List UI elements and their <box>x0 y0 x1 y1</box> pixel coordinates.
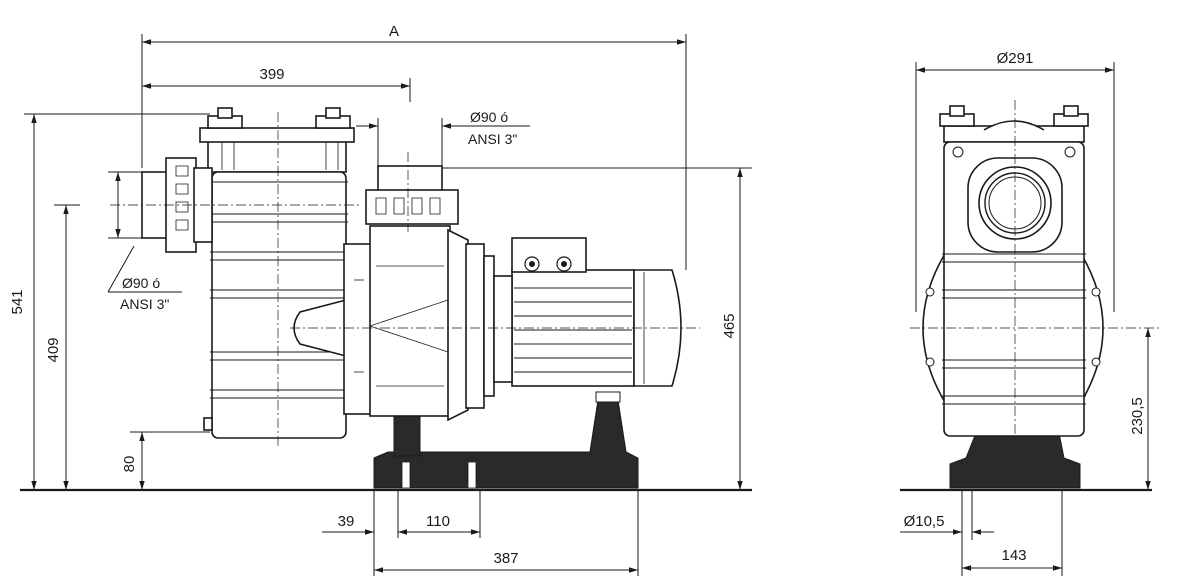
dim-label-387: 387 <box>493 550 518 567</box>
dim-label-mount-hole: Ø10,5 <box>904 513 945 530</box>
dim-mount-hole: Ø10,5 <box>900 490 994 576</box>
dim-total-height: 541 <box>9 113 210 490</box>
front-view: Ø291 230,5 Ø10,5 143 <box>900 50 1160 576</box>
dim-label-399: 399 <box>259 66 284 83</box>
pump-base <box>373 391 639 489</box>
pump-volute <box>343 225 495 422</box>
inlet-union <box>110 157 360 253</box>
dim-label-409: 409 <box>45 337 62 362</box>
dim-outlet-height: 465 <box>442 167 752 490</box>
outlet-union <box>365 165 459 225</box>
dim-label-axis-height: 230,5 <box>1129 397 1146 435</box>
dim-label-465: 465 <box>721 313 738 338</box>
dim-base-width: 143 <box>962 490 1063 576</box>
inlet-std-label: ANSI 3" <box>120 296 169 312</box>
dim-label-110: 110 <box>426 513 450 530</box>
dim-label-541: 541 <box>9 289 26 314</box>
outlet-size-label: Ø90 ó <box>470 109 508 125</box>
dim-label-base-width: 143 <box>1001 547 1026 564</box>
strainer-housing <box>199 107 355 439</box>
motor <box>493 237 682 387</box>
side-view: A 399 Ø90 ó ANSI 3" Ø90 ó ANSI 3" <box>9 23 752 576</box>
dim-label-80: 80 <box>121 456 138 473</box>
dim-overall-length: A <box>141 23 687 270</box>
dim-inlet-offset: 399 <box>142 66 411 102</box>
dim-label-a: A <box>389 23 399 40</box>
dim-label-diameter: Ø291 <box>997 50 1034 67</box>
inlet-callout: Ø90 ó ANSI 3" <box>107 171 182 312</box>
dim-inlet-height: 409 <box>45 204 80 490</box>
dim-drain-height: 80 <box>121 431 210 490</box>
outlet-callout: Ø90 ó ANSI 3" <box>356 109 530 166</box>
dim-base-length: 387 <box>374 490 639 576</box>
dim-diameter: Ø291 <box>915 50 1115 312</box>
dim-base-holes: 39 110 <box>322 490 481 576</box>
outlet-std-label: ANSI 3" <box>468 131 517 147</box>
inlet-size-label: Ø90 ó <box>122 275 160 291</box>
dim-label-39: 39 <box>338 513 355 530</box>
dim-axis-height: 230,5 <box>1129 328 1151 490</box>
front-housing <box>939 105 1089 437</box>
